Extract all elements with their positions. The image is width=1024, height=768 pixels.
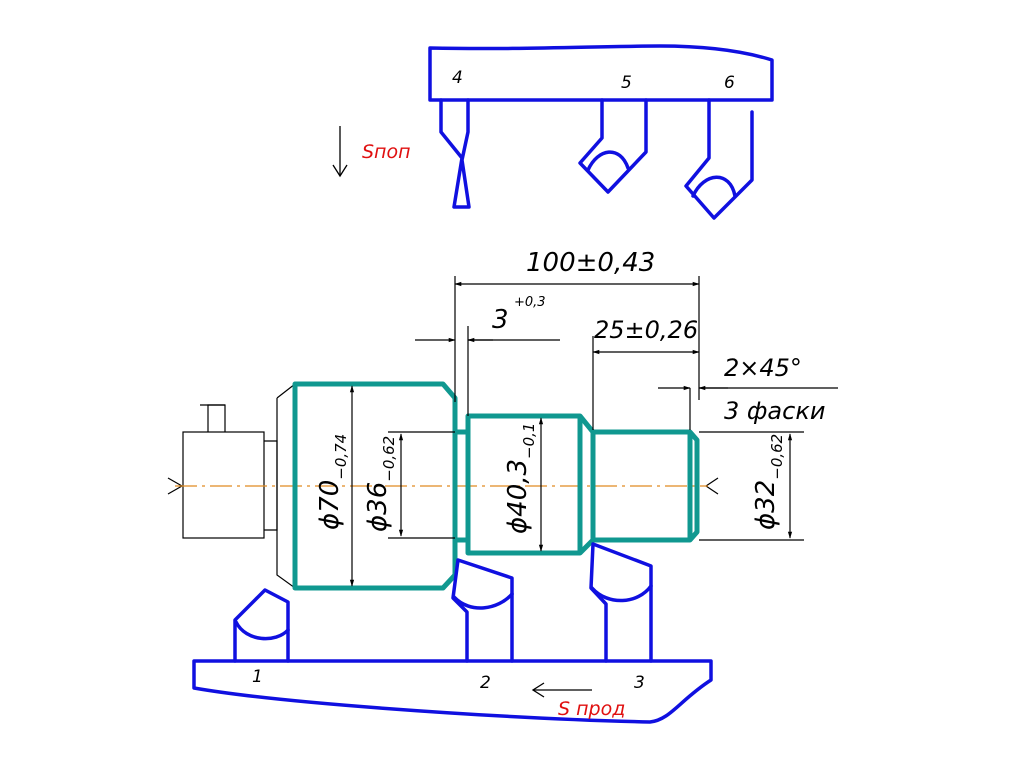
turning-tool-icon bbox=[684, 98, 754, 220]
tool-number-2: 2 bbox=[480, 673, 491, 693]
bottom-turret-body bbox=[192, 659, 713, 724]
longitudinal-feed-indicator: S прод bbox=[531, 682, 625, 720]
grooving-tool-icon bbox=[439, 98, 471, 209]
diameter-70-dimension: ϕ70−0,74 bbox=[315, 434, 350, 530]
dimensions: 100±0,43 3 +0,3 25±0,26 2×45° 3 фаски ϕ7… bbox=[315, 248, 838, 587]
groove-width-dimension: 3 bbox=[492, 305, 509, 335]
tool-number-1: 1 bbox=[252, 667, 263, 687]
diameter-40-3-dimension: ϕ40,3−0,1 bbox=[503, 423, 538, 534]
tool-number-4: 4 bbox=[452, 68, 463, 88]
cross-feed-label: Sпоп bbox=[362, 141, 411, 163]
tool-number-3: 3 bbox=[634, 673, 645, 693]
turning-tool-icon bbox=[233, 588, 290, 663]
turning-tool-icon bbox=[451, 558, 514, 663]
top-turret: 4 5 6 bbox=[428, 44, 774, 220]
step-length-dimension: 25±0,26 bbox=[594, 316, 698, 344]
tool-number-5: 5 bbox=[621, 73, 632, 93]
longitudinal-feed-label: S прод bbox=[558, 698, 625, 720]
turning-tool-icon bbox=[589, 542, 653, 663]
groove-width-tolerance: +0,3 bbox=[514, 295, 546, 310]
tool-number-6: 6 bbox=[724, 73, 735, 93]
chamfer-note: 3 фаски bbox=[724, 397, 825, 425]
turning-tool-icon bbox=[578, 98, 648, 194]
top-turret-body bbox=[428, 44, 774, 102]
cross-feed-indicator: Sпоп bbox=[332, 126, 411, 178]
diameter-32-dimension: ϕ32−0,62 bbox=[751, 434, 786, 530]
overall-length-dimension: 100±0,43 bbox=[526, 248, 655, 278]
diameter-36-dimension: ϕ36−0,62 bbox=[363, 436, 398, 532]
chamfer-dimension: 2×45° bbox=[724, 354, 802, 382]
bottom-turret: 1 2 3 bbox=[192, 542, 713, 724]
